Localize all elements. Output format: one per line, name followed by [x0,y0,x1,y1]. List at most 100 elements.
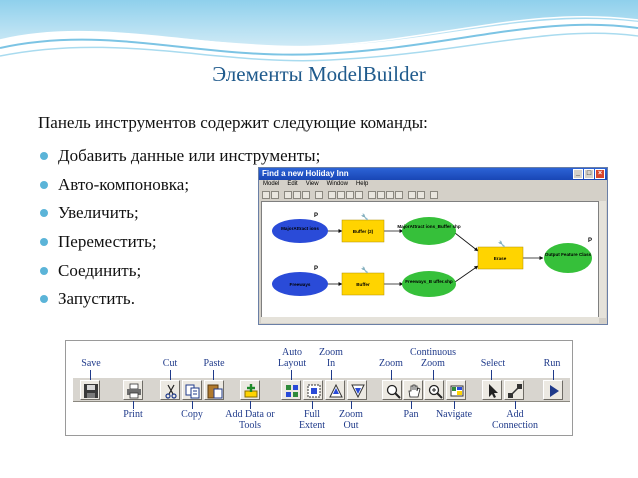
connector [454,265,479,283]
mini-pan-button[interactable] [377,190,385,199]
connector [454,232,479,252]
mini-run-button[interactable] [430,190,438,199]
tool-node[interactable] [341,272,385,296]
label-run: Run [543,358,561,369]
zoom-in-icon [329,383,343,398]
cut-button[interactable] [160,380,180,400]
bullet-item: Добавить данные или инструменты; [40,142,320,171]
svg-text:Buffer: Buffer [356,282,370,287]
label-select: Select [480,358,506,369]
add-data-button[interactable] [240,380,260,400]
wrench-icon: 🔧 [498,240,505,248]
close-button[interactable]: × [595,169,605,179]
continuous-zoom-button[interactable] [424,380,444,400]
bullet-item: Авто-компоновка; [40,171,320,200]
mini-continuous-zoom-button[interactable] [386,190,394,199]
zoom-out-icon [351,384,365,399]
select-button[interactable] [482,380,502,400]
zoom-in-button[interactable] [325,380,345,400]
svg-text:MajorAttract ions: MajorAttract ions [281,226,319,231]
paste-button[interactable] [204,380,224,400]
mini-auto-layout-button[interactable] [328,190,336,199]
wrench-icon: 🔧 [361,213,368,221]
hand-icon [408,384,421,398]
tool-node[interactable] [341,219,385,243]
bullet-item: Увеличить; [40,199,320,228]
run-button[interactable] [543,380,563,400]
model-canvas[interactable]: MajorAttract ions P Buffer (2) 🔧 MajorAt… [261,201,599,318]
intro-text: Панель инструментов содержит следующие к… [38,113,428,132]
scissors-icon [165,384,177,399]
label-copy: Copy [181,409,203,420]
horizontal-scrollbar[interactable] [261,317,599,323]
menu-edit[interactable]: Edit [287,181,298,187]
add-connection-icon [508,384,522,398]
label-print: Print [123,409,143,420]
mini-select-button[interactable] [408,190,416,199]
label-auto-layout-2: Layout [277,358,307,369]
tool-node[interactable] [477,246,524,270]
bullet-dot-icon [40,180,48,189]
label-auto-layout-1: Auto [282,347,302,358]
menu-bar: Model Edit View Window Help [259,180,607,189]
menu-view[interactable]: View [305,181,319,187]
add-data-icon [244,384,258,398]
menu-model[interactable]: Model [263,181,280,187]
full-extent-button[interactable] [303,380,323,400]
auto-layout-button[interactable] [281,380,301,400]
label-navigate: Navigate [435,409,473,420]
mini-paste-button[interactable] [302,190,310,199]
label-full-extent-2: Extent [298,420,326,431]
svg-text:Buffer (2): Buffer (2) [353,229,374,234]
magnifier-icon [386,384,401,399]
menu-window[interactable]: Window [326,181,348,187]
mini-add-data-button[interactable] [315,190,323,199]
mini-print-button[interactable] [271,190,279,199]
svg-text:P: P [314,213,318,219]
derived-data-node[interactable] [402,217,456,245]
add-connection-button[interactable] [504,380,524,400]
svg-text:Freeways: Freeways [290,282,311,287]
input-data-node[interactable] [272,219,328,243]
navigate-button[interactable] [446,380,466,400]
mini-copy-button[interactable] [293,190,301,199]
play-icon [550,385,559,397]
zoom-out-button[interactable] [347,380,367,400]
save-button[interactable] [80,380,100,400]
label-add-data-2: Tools [238,420,262,431]
zoom-button[interactable] [382,380,402,400]
label-full-extent-1: Full [303,409,321,420]
mini-cut-button[interactable] [284,190,292,199]
bullet-dot-icon [40,152,48,161]
cursor-arrow-icon [489,384,498,398]
svg-text:Freeways_B uffer.shp: Freeways_B uffer.shp [405,279,453,284]
output-data-node[interactable] [544,243,592,273]
label-zoom-out-2: Out [343,420,359,431]
mini-zoom-in-button[interactable] [346,190,354,199]
printer-icon [127,383,141,399]
menu-help[interactable]: Help [355,181,369,187]
mini-zoom-button[interactable] [368,190,376,199]
minimize-button[interactable]: _ [573,169,583,179]
clipboard-icon [207,384,223,399]
vertical-scrollbar[interactable] [599,201,606,318]
maximize-button[interactable]: □ [584,169,594,179]
mini-full-extent-button[interactable] [337,190,345,199]
pan-button[interactable] [403,380,423,400]
print-button[interactable] [123,380,143,400]
header-decoration [0,0,638,62]
wrench-icon: 🔧 [361,266,368,274]
auto-layout-icon [286,385,298,397]
copy-button[interactable] [182,380,202,400]
mini-save-button[interactable] [262,190,270,199]
bullet-dot-icon [40,238,48,247]
input-data-node[interactable] [272,272,328,296]
mini-zoom-out-button[interactable] [355,190,363,199]
slide-title: Элементы ModelBuilder [212,62,426,86]
bullet-dot-icon [40,295,48,304]
mini-navigate-button[interactable] [395,190,403,199]
derived-data-node[interactable] [402,271,456,297]
mini-add-connection-button[interactable] [417,190,425,199]
label-cut: Cut [162,358,178,369]
bullet-item: Запустить. [40,285,320,314]
